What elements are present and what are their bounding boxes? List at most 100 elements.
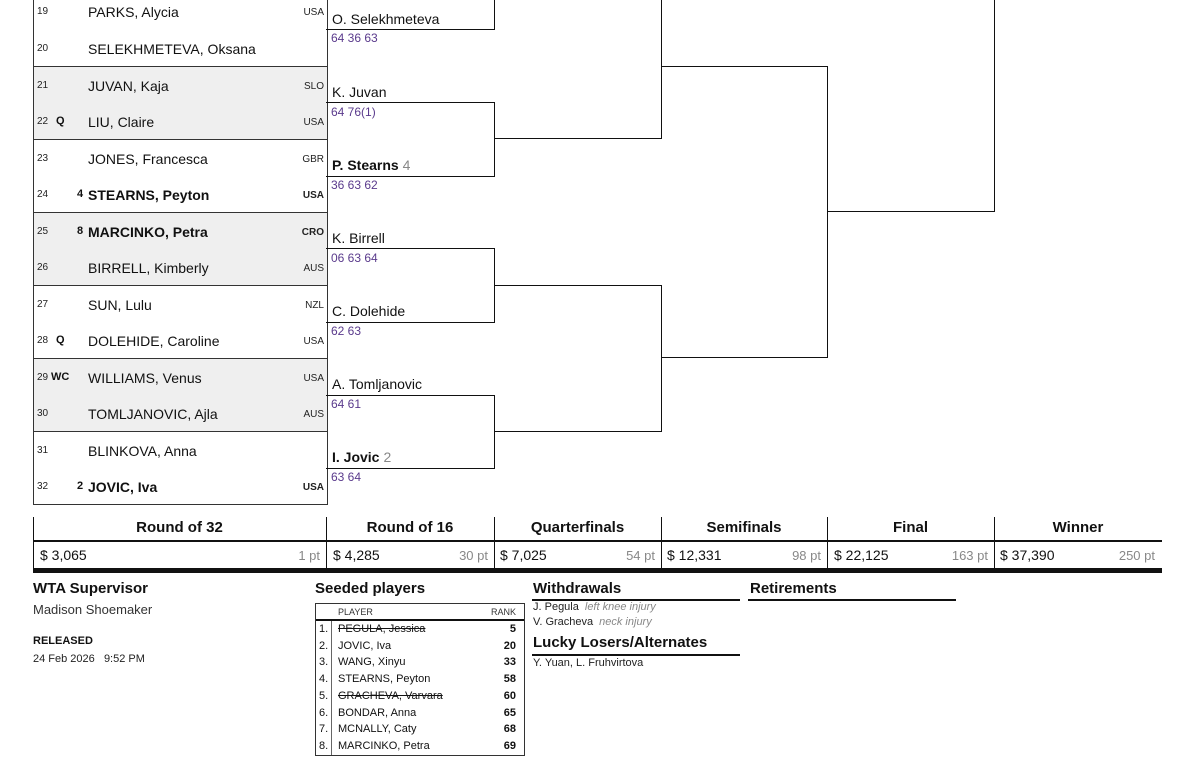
draw-number: 25 (37, 226, 49, 237)
round-header: Winner (1052, 519, 1104, 536)
ranking-points: 54 pt (626, 548, 655, 563)
bracket-line (494, 138, 662, 139)
table-row: 2. JOVIC, Iva 20 (316, 638, 524, 655)
seed-index: 6. (319, 706, 329, 719)
player-name: DOLEHIDE, Caroline (88, 333, 220, 349)
player-row: 20 SELEKHMETEVA, Oksana (33, 37, 324, 61)
nationality: USA (303, 117, 324, 128)
match-score: 63 64 (331, 470, 362, 484)
entry-status: Q (56, 334, 65, 346)
match-score: 64 36 63 (331, 31, 378, 45)
player-name: STEARNS, Peyton (88, 187, 210, 203)
seed-number: 8 (77, 225, 84, 237)
player-row: 32 2 JOVIC, Iva USA (33, 475, 324, 499)
nationality: USA (303, 7, 324, 18)
seeded-table: PLAYER RANK 1. PEGULA, Jessica 5 2. JOVI… (315, 603, 525, 756)
pair-box (33, 0, 328, 67)
seed-index: 8. (319, 739, 329, 752)
bracket-line (326, 102, 495, 103)
draw-number: 26 (37, 262, 49, 273)
round-header: Final (892, 519, 928, 536)
table-row: 4. STEARNS, Peyton 58 (316, 671, 524, 688)
seed-player: GRACHEVA, Varvara (338, 689, 443, 702)
player-name: TOMLJANOVIC, Ajla (88, 406, 218, 422)
divider (661, 517, 662, 569)
column-header: PLAYER (338, 607, 373, 617)
bracket-line (661, 285, 662, 432)
bracket-line (827, 66, 828, 358)
seed-player: BONDAR, Anna (338, 706, 417, 719)
seed-index: 3. (319, 656, 329, 669)
round-header: Quarterfinals (530, 519, 625, 536)
entry-status: WC (51, 371, 70, 383)
released-label: RELEASED (33, 635, 93, 647)
draw-number: 29 (37, 372, 49, 383)
seed-rank: 69 (503, 739, 516, 752)
divider (33, 568, 1162, 573)
seed-player: MCNALLY, Caty (338, 723, 417, 736)
player-name: MARCINKO, Petra (88, 224, 208, 240)
seed-rank: 33 (503, 656, 516, 669)
bracket-line (661, 66, 828, 67)
seed-rank: 20 (503, 639, 516, 652)
pair-box (33, 285, 328, 360)
player-row: 19 PARKS, Alycia USA (33, 0, 324, 24)
seed-index: 5. (319, 689, 329, 702)
withdrawal-reason: neck injury (599, 616, 652, 628)
player-name: PARKS, Alycia (88, 4, 179, 20)
nationality: AUS (303, 263, 324, 274)
nationality: USA (302, 190, 324, 201)
draw-number: 21 (37, 80, 49, 91)
seed-index: 2. (319, 639, 329, 652)
prize-money: $ 12,331 (667, 547, 722, 563)
round-header: Round of 16 (366, 519, 454, 536)
draw-number: 19 (37, 6, 49, 17)
player-row: 31 BLINKOVA, Anna (33, 439, 324, 463)
seed-rank: 68 (503, 723, 516, 736)
bracket-line (326, 395, 495, 396)
pair-box (33, 66, 328, 141)
player-row: 30 TOMLJANOVIC, Ajla AUS (33, 402, 324, 426)
nationality: NZL (305, 300, 324, 311)
bracket-line (326, 248, 495, 249)
seed-rank: 65 (503, 706, 516, 719)
draw-number: 22 (37, 116, 49, 127)
divider (331, 621, 332, 755)
column-header: RANK (490, 607, 516, 617)
table-row: 7. MCNALLY, Caty 68 (316, 721, 524, 738)
nationality: CRO (301, 227, 324, 238)
seed-number: 2 (77, 480, 84, 492)
ranking-points: 1 pt (298, 548, 320, 563)
divider (748, 599, 956, 601)
player-row: 28 Q DOLEHIDE, Caroline USA (33, 329, 324, 353)
bracket-line (827, 211, 995, 212)
seed-rank: 60 (503, 689, 516, 702)
prize-money: $ 3,065 (40, 547, 87, 563)
player-name: JOVIC, Iva (88, 479, 158, 495)
bracket-line (326, 322, 495, 323)
seed-rank: 5 (509, 623, 516, 635)
player-name: SUN, Lulu (88, 297, 152, 313)
divider (33, 540, 1162, 542)
divider (532, 599, 740, 601)
seed-player: STEARNS, Peyton (338, 673, 431, 686)
player-name: WILLIAMS, Venus (88, 370, 202, 386)
prize-money: $ 4,285 (333, 547, 380, 563)
player-name: BLINKOVA, Anna (88, 443, 197, 459)
supervisor-heading: WTA Supervisor (33, 580, 149, 597)
divider (326, 517, 327, 569)
seed-number: 4 (77, 188, 84, 200)
supervisor-name: Madison Shoemaker (33, 602, 153, 617)
prize-money: $ 7,025 (500, 547, 547, 563)
seed-number: 2 (383, 449, 392, 465)
divider (994, 517, 995, 569)
bracket-line (661, 0, 662, 139)
pair-box (33, 431, 328, 505)
divider (494, 517, 495, 569)
draw-number: 23 (37, 153, 49, 164)
r16-winner: K. Juvan (332, 84, 387, 100)
divider (532, 654, 740, 656)
